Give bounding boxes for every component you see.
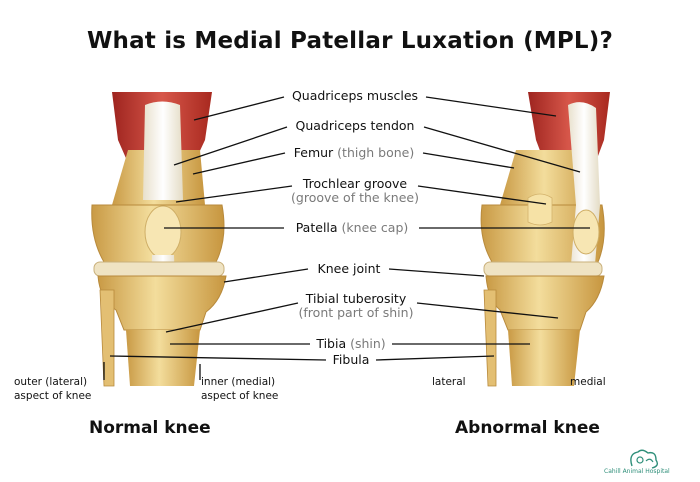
caption-abnormal-knee: Abnormal knee	[455, 418, 600, 438]
abnormal-lateral-aspect: lateral	[432, 376, 466, 388]
normal-quadriceps-tendon	[143, 101, 183, 200]
normal-outer-aspect: outer (lateral) aspect of knee	[14, 375, 91, 403]
label-fibula: Fibula	[333, 353, 370, 367]
label-femur-text: Femur	[293, 145, 334, 160]
abnormal-patella	[572, 209, 600, 255]
label-trochlear-groove-sub: (groove of the knee)	[291, 190, 419, 205]
label-trochlear-groove-text: Trochlear groove	[302, 176, 408, 191]
normal-knee-joint	[93, 261, 225, 277]
caption-normal-knee: Normal knee	[89, 418, 211, 438]
normal-patella	[144, 205, 182, 259]
abnormal-tibia-head	[485, 275, 605, 331]
normal-inner-aspect-line2: aspect of knee	[201, 390, 279, 402]
hospital-logo-icon	[630, 449, 659, 469]
label-tibial-tuberosity: Tibial tuberosity (front part of shin)	[299, 292, 414, 320]
abnormal-trochlear-groove	[527, 193, 553, 226]
label-femur: Femur (thigh bone)	[294, 146, 415, 160]
abnormal-medial-aspect: medial	[570, 376, 606, 388]
label-trochlear-groove: Trochlear groove (groove of the knee)	[291, 177, 419, 205]
label-knee-joint-text: Knee joint	[317, 261, 381, 276]
page-title: What is Medial Patellar Luxation (MPL)?	[86, 28, 614, 54]
label-tibia-sub: (shin)	[350, 336, 386, 351]
label-tibial-tuberosity-sub: (front part of shin)	[298, 305, 414, 320]
normal-knee-illustration	[91, 92, 227, 387]
normal-tibia-head	[97, 275, 227, 331]
leader-lines	[103, 96, 590, 380]
label-patella-text: Patella	[295, 220, 338, 235]
label-quadriceps-tendon: Quadriceps tendon	[296, 119, 415, 133]
normal-fibula	[99, 289, 115, 387]
label-quadriceps-tendon-text: Quadriceps tendon	[295, 118, 415, 133]
label-knee-joint: Knee joint	[318, 262, 381, 276]
abnormal-fibula	[483, 289, 497, 387]
label-fibula-text: Fibula	[332, 352, 370, 367]
normal-outer-aspect-line1: outer (lateral)	[14, 376, 88, 388]
label-femur-sub: (thigh bone)	[337, 145, 415, 160]
label-tibial-tuberosity-text: Tibial tuberosity	[305, 291, 407, 306]
label-tibia: Tibia (shin)	[316, 337, 385, 351]
hospital-logo-text: Cahill Animal Hospital	[604, 468, 670, 475]
normal-inner-aspect: inner (medial) aspect of knee	[201, 375, 278, 403]
normal-inner-aspect-line1: inner (medial)	[201, 376, 276, 388]
normal-outer-aspect-line2: aspect of knee	[14, 390, 92, 402]
label-patella: Patella (knee cap)	[296, 221, 409, 235]
label-quadriceps-muscles-text: Quadriceps muscles	[291, 88, 419, 103]
label-quadriceps-muscles: Quadriceps muscles	[292, 89, 418, 103]
label-patella-sub: (knee cap)	[341, 220, 409, 235]
abnormal-knee-joint	[483, 261, 603, 277]
abnormal-knee-illustration	[480, 92, 610, 387]
label-tibia-text: Tibia	[316, 336, 347, 351]
